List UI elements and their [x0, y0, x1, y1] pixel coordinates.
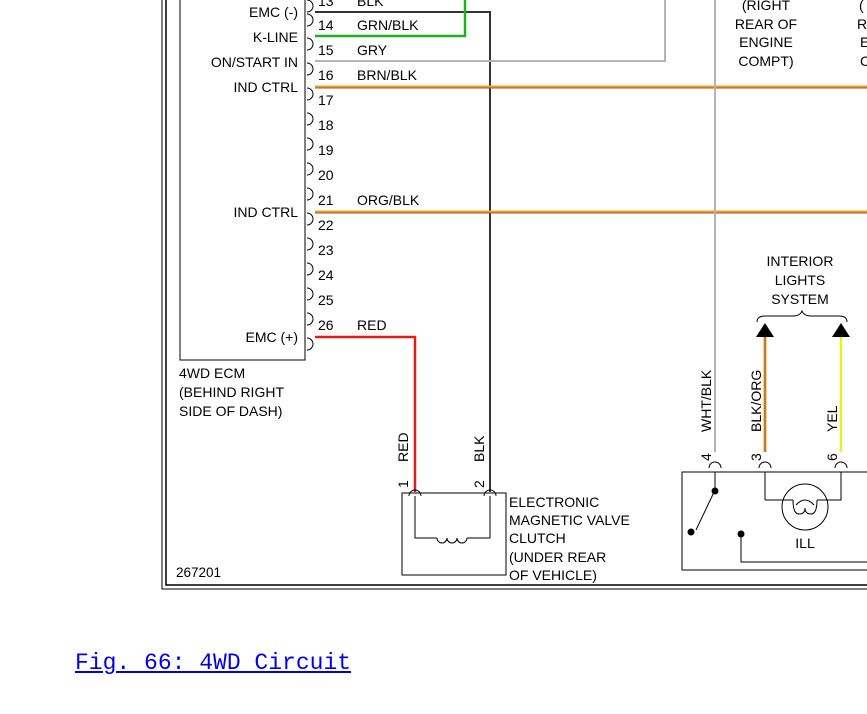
- clutch-name-line-2: MAGNETIC VALVE: [509, 512, 630, 528]
- clutch-name-line-5: OF VEHICLE): [509, 567, 597, 583]
- pin-13: 13: [318, 0, 334, 9]
- wire-label-p26: RED: [357, 317, 387, 333]
- ground-note-line-3: ENGINE: [739, 34, 793, 50]
- switch-pin-3: 3: [748, 453, 764, 461]
- label-on-start-in: ON/START IN: [211, 54, 298, 70]
- ground-dot: [737, 530, 745, 538]
- switch-contact-top: [711, 487, 719, 495]
- ecm-name: 4WD ECM (BEHIND RIGHT SIDE OF DASH): [179, 365, 284, 419]
- switch-pin-6: 6: [824, 453, 840, 461]
- clutch-name-line-4: (UNDER REAR: [509, 549, 606, 565]
- ecm-wire-color-labels: BLK GRN/BLK GRY BRN/BLK ORG/BLK RED: [357, 0, 420, 333]
- pin-17: 17: [318, 92, 334, 108]
- wire-grn-blk: [315, 0, 467, 38]
- wires: [315, 0, 867, 492]
- wire-red: [315, 335, 417, 492]
- pin-18: 18: [318, 117, 334, 133]
- pin-16: 16: [318, 67, 334, 83]
- wire-gry: [315, 0, 666, 62]
- label-k-line: K-LINE: [253, 29, 298, 45]
- ecm-pin-numbers: 13 14 15 16 17 18 19 20 21 22 23 24 25 2…: [318, 0, 334, 333]
- cutoff-line-1: (: [859, 0, 864, 13]
- pin-19: 19: [318, 142, 334, 158]
- clutch-component: [401, 489, 507, 576]
- clutch-name-line-3: CLUTCH: [509, 530, 566, 546]
- ecm-box: [179, 0, 306, 361]
- pin-21: 21: [318, 192, 334, 208]
- pin-14: 14: [318, 17, 334, 33]
- ground-note-line-1: (RIGHT: [742, 0, 791, 13]
- ecm-connector-brackets: [306, 0, 314, 351]
- switch-pin-4: 4: [698, 453, 714, 461]
- arrow-yel: [832, 323, 850, 337]
- clutch-name-line-1: ELECTRONIC: [509, 494, 599, 510]
- cutoff-line-2: R: [857, 16, 867, 32]
- ground-note-line-4: COMPT): [738, 53, 793, 69]
- right-cutoff-text: ( R E C: [857, 0, 867, 69]
- label-emc-plus: EMC (+): [246, 329, 299, 345]
- ecm-name-line-3: SIDE OF DASH): [179, 403, 282, 419]
- pin-23: 23: [318, 242, 334, 258]
- interior-lights-brace: [756, 309, 848, 323]
- clutch-wire-label-blk: BLK: [471, 435, 487, 462]
- switch-wire-label-blk-org: BLK/ORG: [748, 370, 764, 432]
- clutch-pin-2: 2: [471, 480, 487, 488]
- label-emc-minus: EMC (-): [249, 4, 298, 20]
- ecm-terminal-labels: EMC (-) K-LINE ON/START IN IND CTRL IND …: [211, 4, 298, 345]
- ecm-name-line-1: 4WD ECM: [179, 365, 245, 381]
- pin-20: 20: [318, 167, 334, 183]
- diagram-frame: [161, 0, 867, 590]
- label-ind-ctrl-16: IND CTRL: [233, 79, 298, 95]
- figure-caption-link[interactable]: Fig. 66: 4WD Circuit: [75, 650, 352, 676]
- switch-wire-label-wht-blk: WHT/BLK: [698, 369, 714, 432]
- pin-15: 15: [318, 42, 334, 58]
- switch-wire-label-yel: YEL: [824, 405, 840, 432]
- interior-lights-line-3: SYSTEM: [771, 291, 829, 307]
- lamp-label-ill: ILL: [795, 535, 815, 551]
- wire-label-p21: ORG/BLK: [357, 192, 420, 208]
- cutoff-line-3: E: [860, 34, 867, 50]
- interior-lights-line-1: INTERIOR: [767, 253, 834, 269]
- switch-lamp-component: [681, 461, 867, 571]
- arrow-blk-org: [756, 323, 774, 337]
- cutoff-line-4: C: [860, 53, 867, 69]
- pin-22: 22: [318, 217, 334, 233]
- ecm-name-line-2: (BEHIND RIGHT: [179, 384, 284, 400]
- lamp-bulb-icon: [781, 483, 829, 531]
- pin-24: 24: [318, 267, 334, 283]
- ground-note-line-2: REAR OF: [735, 16, 797, 32]
- clutch-wire-label-red: RED: [395, 432, 411, 462]
- wire-label-p16: BRN/BLK: [357, 67, 418, 83]
- wire-label-p15: GRY: [357, 42, 388, 58]
- figure-number: 267201: [176, 565, 221, 580]
- ground-location-note: (RIGHT REAR OF ENGINE COMPT): [735, 0, 797, 69]
- switch-contact-bottom: [687, 528, 695, 536]
- clutch-pin-1: 1: [395, 480, 411, 488]
- wire-org-blk: [315, 210, 867, 214]
- wire-blk: [315, 11, 491, 492]
- pin-25: 25: [318, 292, 334, 308]
- wire-label-p13: BLK: [357, 0, 384, 9]
- interior-lights-label: INTERIOR LIGHTS SYSTEM: [767, 253, 834, 307]
- pin-26: 26: [318, 317, 334, 333]
- wire-brn-blk: [315, 85, 867, 89]
- wire-label-p14: GRN/BLK: [357, 17, 419, 33]
- interior-lights-line-2: LIGHTS: [775, 272, 826, 288]
- clutch-name: ELECTRONIC MAGNETIC VALVE CLUTCH (UNDER …: [509, 494, 630, 583]
- label-ind-ctrl-21: IND CTRL: [233, 204, 298, 220]
